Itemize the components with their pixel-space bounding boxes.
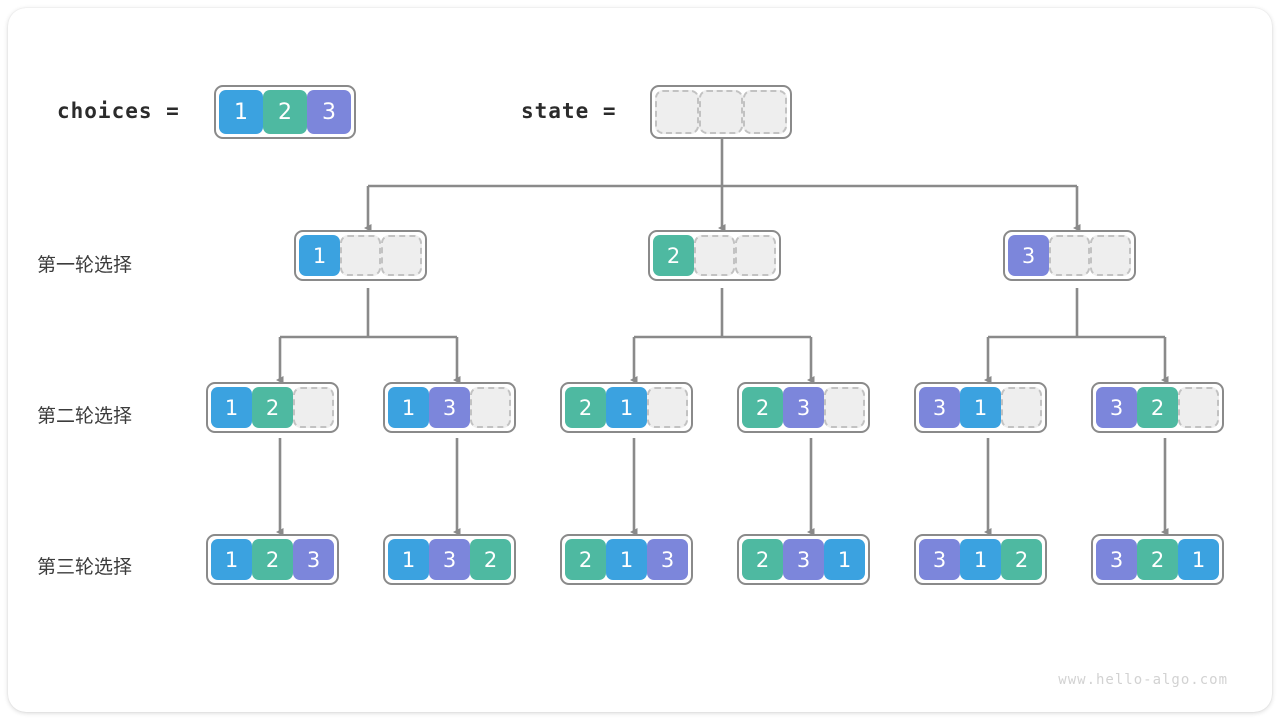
choices-label: choices =	[57, 99, 180, 123]
r1n3-cell-0: 3	[1008, 235, 1049, 276]
r3n6-cell-1: 2	[1137, 539, 1178, 580]
r2n4-cell-1: 3	[783, 387, 824, 428]
r2n4-cell-0: 2	[742, 387, 783, 428]
r1n2-cell-0: 2	[653, 235, 694, 276]
r2n3-cell-1: 1	[606, 387, 647, 428]
r2n5-cell-2	[1001, 387, 1042, 428]
r3n3-cell-1: 1	[606, 539, 647, 580]
r2n3-cell-2	[647, 387, 688, 428]
r3n5-cell-2: 2	[1001, 539, 1042, 580]
watermark: www.hello-algo.com	[1058, 672, 1228, 688]
row-label-round-1: 第一轮选择	[37, 254, 133, 276]
r2n2-cell-0: 1	[388, 387, 429, 428]
r3n1-cell-1: 2	[252, 539, 293, 580]
r3n2-cell-1: 3	[429, 539, 470, 580]
r3n2-cell-0: 1	[388, 539, 429, 580]
r3n2-cell-2: 2	[470, 539, 511, 580]
row-label-round-3: 第三轮选择	[37, 556, 133, 578]
r2n3-cell-0: 2	[565, 387, 606, 428]
r3n4-cell-0: 2	[742, 539, 783, 580]
r1n1-cell-0: 1	[299, 235, 340, 276]
state-label: state =	[521, 99, 617, 123]
diagram-card	[8, 8, 1272, 712]
r1n2-cell-1	[694, 235, 735, 276]
r3n6-cell-2: 1	[1178, 539, 1219, 580]
r1n2-cell-2	[735, 235, 776, 276]
r3n4-cell-1: 3	[783, 539, 824, 580]
state-cell-1	[699, 90, 743, 134]
r3n4-cell-2: 1	[824, 539, 865, 580]
r2n6-cell-1: 2	[1137, 387, 1178, 428]
tree-node-r1-n3: 3	[1003, 230, 1136, 281]
tree-node-r1-n2: 2	[648, 230, 781, 281]
r1n1-cell-2	[381, 235, 422, 276]
r1n3-cell-1	[1049, 235, 1090, 276]
r2n5-cell-1: 1	[960, 387, 1001, 428]
r2n1-cell-2	[293, 387, 334, 428]
r2n2-cell-1: 3	[429, 387, 470, 428]
tree-node-r1-n1: 1	[294, 230, 427, 281]
r3n1-cell-0: 1	[211, 539, 252, 580]
r2n1-cell-1: 2	[252, 387, 293, 428]
r2n4-cell-2	[824, 387, 865, 428]
r3n5-cell-1: 1	[960, 539, 1001, 580]
r2n6-cell-0: 3	[1096, 387, 1137, 428]
r1n3-cell-2	[1090, 235, 1131, 276]
state-array	[650, 85, 792, 139]
r3n1-cell-2: 3	[293, 539, 334, 580]
r2n5-cell-0: 3	[919, 387, 960, 428]
choices-cell-0: 1	[219, 90, 263, 134]
r3n3-cell-2: 3	[647, 539, 688, 580]
r1n1-cell-1	[340, 235, 381, 276]
r3n5-cell-0: 3	[919, 539, 960, 580]
r3n3-cell-0: 2	[565, 539, 606, 580]
choices-cell-1: 2	[263, 90, 307, 134]
r2n6-cell-2	[1178, 387, 1219, 428]
r2n1-cell-0: 1	[211, 387, 252, 428]
choices-cell-2: 3	[307, 90, 351, 134]
state-cell-0	[655, 90, 699, 134]
r3n6-cell-0: 3	[1096, 539, 1137, 580]
state-cell-2	[743, 90, 787, 134]
r2n2-cell-2	[470, 387, 511, 428]
row-label-round-2: 第二轮选择	[37, 405, 133, 427]
